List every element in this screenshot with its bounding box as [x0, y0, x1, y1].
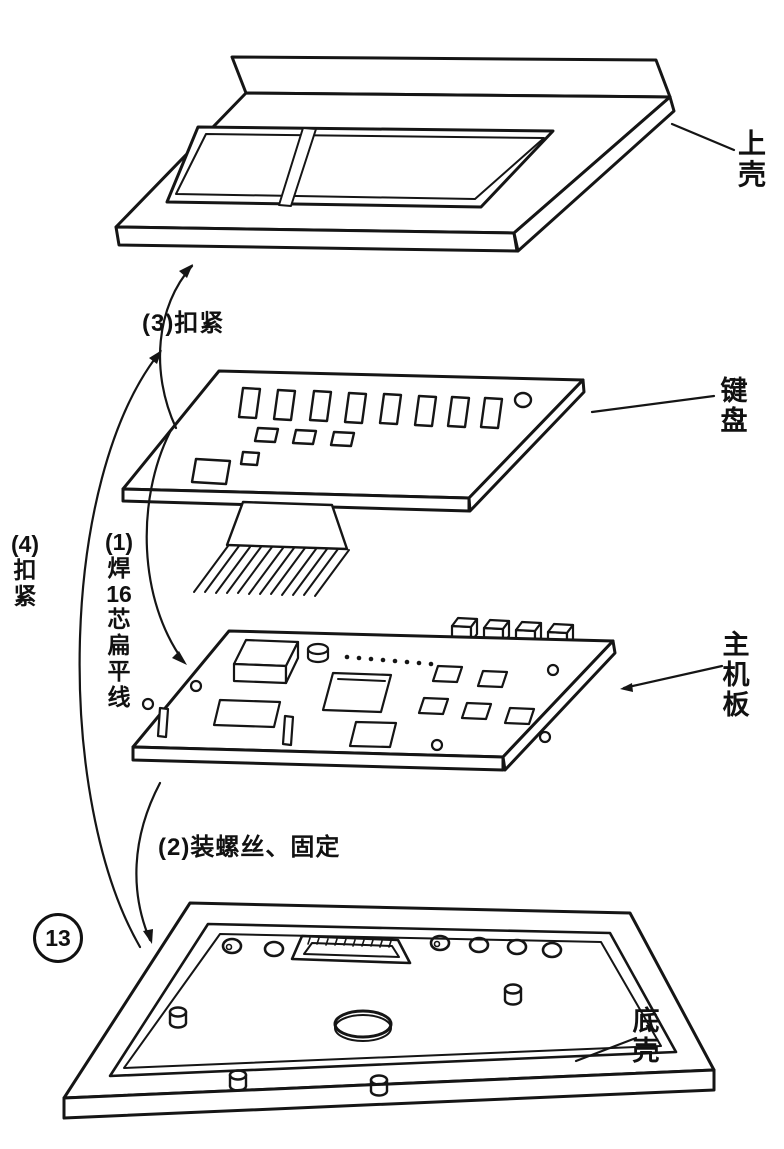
keyboard-hole [513, 391, 533, 409]
bottom-shell-label-char: 底 [632, 1006, 660, 1036]
mounting-posts [168, 983, 523, 1097]
main-board-label-char: 主 [722, 630, 750, 660]
step2-label: (2)装螺丝、固定 [158, 834, 341, 861]
keyboard-right-edge [467, 378, 586, 513]
top-shell-back-lip [230, 55, 672, 99]
step4-label: (4) 扣 紧 [6, 531, 44, 609]
step2-arrow [135, 781, 162, 942]
main-board-drawing [131, 616, 617, 772]
figure-number: 13 [33, 913, 83, 963]
step4-line: (4) [10, 531, 40, 557]
step1-line: 芯 [107, 606, 131, 633]
keyboard-label-char: 键 [720, 376, 748, 406]
top-shell-label-char: 上 [737, 128, 766, 159]
bottom-shell-drawing [62, 901, 716, 1120]
ribbon-cable [225, 500, 349, 551]
main-board-label: 主 机 板 [718, 630, 754, 721]
display-window-inner [175, 133, 545, 200]
top-shell-label: 上 壳 [734, 128, 770, 191]
step1-line: 平 [107, 657, 131, 684]
step1-line: 焊 [107, 554, 131, 581]
main-board-right-edge [501, 639, 617, 772]
keyboard-leader [590, 394, 716, 414]
speaker-hole [333, 1009, 393, 1039]
step1-line: 线 [107, 683, 131, 710]
main-board-label-char: 机 [722, 660, 750, 691]
step1-line: 扁 [107, 632, 131, 658]
step1-arrowhead [172, 651, 187, 665]
screw-holes [221, 934, 563, 959]
main-board-label-char: 板 [722, 690, 750, 721]
bottom-shell-inner-wall [108, 922, 678, 1078]
assembly-arrows [78, 264, 194, 949]
bottom-shell-label-char: 壳 [632, 1036, 660, 1067]
step4-arrowhead [149, 350, 162, 364]
key-slots [190, 386, 533, 486]
step1-label: (1) 焊 16 芯 扁 平 线 [100, 529, 138, 710]
top-shell-drawing [114, 55, 676, 253]
step1-line: (1) [104, 529, 134, 555]
bottom-shell-front-edge [62, 1068, 716, 1120]
leader-lines [574, 122, 736, 1063]
step4-arrow [78, 350, 162, 949]
keyboard-drawing [121, 369, 586, 597]
bottom-shell-label: 底 壳 [628, 1006, 664, 1066]
step3-arrow [158, 264, 194, 430]
display-window-outer [165, 125, 555, 209]
bottom-shell-leader [574, 1036, 638, 1063]
main-board-front-edge [131, 745, 505, 772]
keyboard-label-char: 盘 [720, 406, 748, 437]
ribbon-cable-wires [193, 545, 350, 597]
shell-connector [290, 934, 412, 965]
board-components [141, 638, 560, 752]
keyboard-label: 键 盘 [716, 376, 752, 436]
top-shell-leader [670, 122, 736, 152]
main-board-leader-arrowhead [620, 683, 633, 692]
display-window-divider [278, 127, 317, 207]
top-shell-label-char: 壳 [737, 159, 766, 191]
step1-arrow [145, 430, 186, 664]
top-shell-right-edge [512, 95, 676, 253]
step1-line: 16 [106, 580, 132, 607]
step4-line: 紧 [13, 582, 37, 609]
speaker-hole-depth [334, 1014, 392, 1042]
step4-line: 扣 [13, 556, 37, 583]
main-board-leader [622, 664, 724, 690]
step3-label: (3)扣紧 [142, 310, 225, 337]
step3-arrowhead [179, 264, 193, 278]
step2-arrowhead [143, 929, 153, 944]
